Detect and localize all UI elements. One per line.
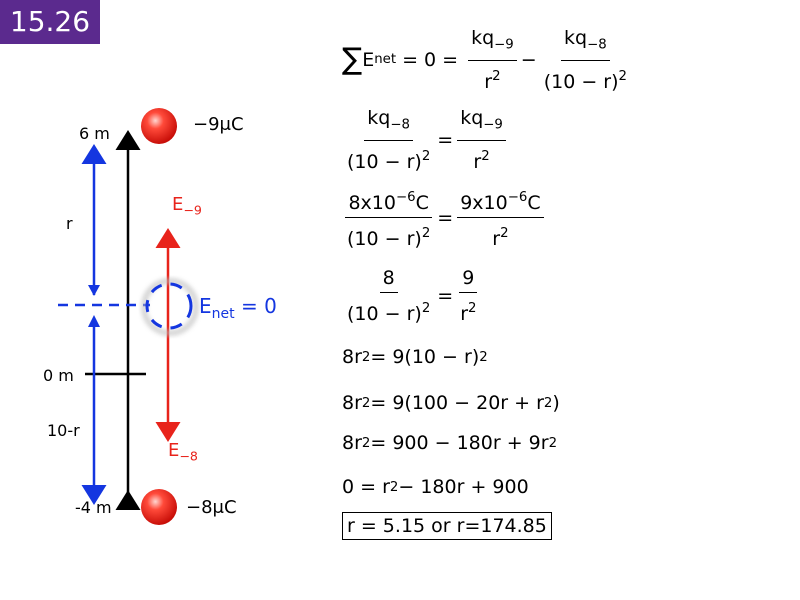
field-label-E-8: E−8: [168, 440, 198, 464]
distance-label-10-r: 10-r: [47, 421, 80, 440]
distance-label-r: r: [66, 214, 73, 233]
equilibrium-circle: [145, 282, 193, 330]
axis-label-zero: 0 m: [43, 366, 74, 385]
answer-box: r = 5.15 or r=174.85: [342, 512, 552, 540]
charge-top-label: −9μC: [193, 114, 244, 135]
charge-bottom-sphere: [141, 489, 177, 525]
charge-top-sphere: [141, 108, 177, 144]
axis-label-bottom: -4 m: [75, 498, 112, 517]
field-diagram: [58, 108, 199, 525]
axis-label-top: 6 m: [79, 124, 110, 143]
charge-bottom-label: −8μC: [186, 497, 237, 518]
field-label-E-9: E−9: [172, 194, 202, 218]
net-field-label: Enet = 0: [199, 294, 277, 322]
slide-number-badge: 15.26: [0, 0, 100, 44]
